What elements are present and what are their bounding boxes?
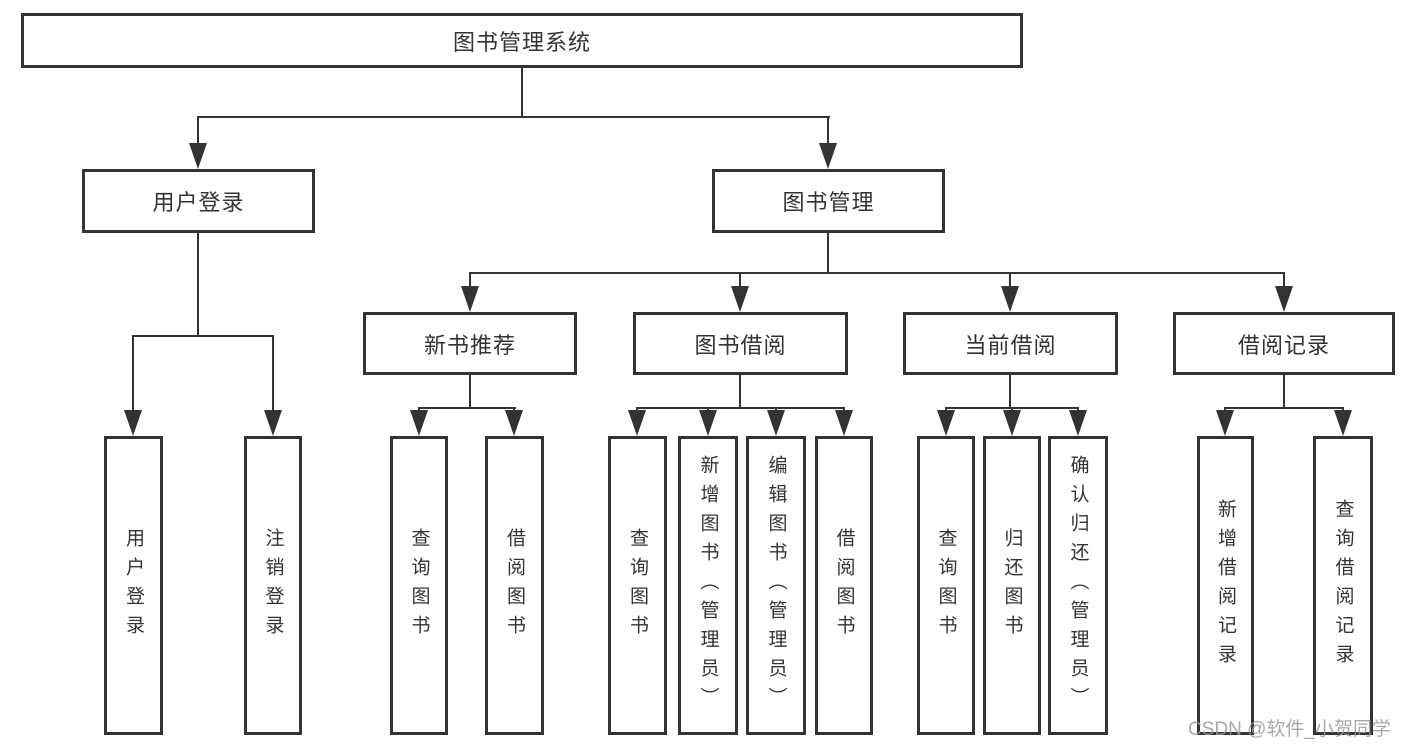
connector-line — [418, 407, 516, 409]
leaf-label: 新增借阅记录 — [1215, 498, 1236, 673]
arrowhead-down-icon — [505, 410, 523, 436]
connector-line — [739, 272, 741, 288]
connector-line — [827, 116, 829, 145]
arrowhead-down-icon — [189, 143, 207, 169]
arrowhead-down-icon — [731, 286, 749, 312]
leaf-label: 查询借阅记录 — [1332, 498, 1354, 673]
csdn-watermark: CSDN @软件_小贺同学 — [1188, 719, 1391, 740]
arrowhead-down-icon — [1069, 410, 1087, 436]
borrow-records-node: 借阅记录 — [1173, 312, 1395, 375]
leaf-label: 确认归还（管理员） — [1067, 455, 1089, 716]
connector-line — [1283, 375, 1285, 407]
connector-line — [827, 233, 829, 272]
leaf-label: 归还图书 — [1001, 527, 1023, 644]
leaf-label: 查询图书 — [935, 527, 957, 644]
arrowhead-down-icon — [819, 143, 837, 169]
connector-line — [469, 272, 471, 288]
connector-line — [521, 68, 523, 116]
current-borrow-node-label: 当前借阅 — [964, 332, 1057, 358]
arrowhead-down-icon — [1003, 410, 1021, 436]
book-borrow-node-label: 图书借阅 — [694, 332, 787, 358]
leaf-label: 借阅图书 — [833, 527, 855, 644]
leaf-node-logout: 注销登录 — [244, 436, 302, 735]
connector-line — [636, 407, 845, 409]
leaf-label: 查询图书 — [627, 527, 648, 644]
arrowhead-down-icon — [1216, 410, 1234, 436]
root-node-label: 图书管理系统 — [452, 29, 591, 55]
leaf-node-add-books-admin: 新增图书（管理员） — [678, 436, 738, 735]
leaf-node-query-borrow-record: 查询借阅记录 — [1313, 436, 1373, 735]
book-management-node: 图书管理 — [712, 169, 945, 233]
book-management-node-label: 图书管理 — [782, 190, 875, 215]
leaf-node-return-books: 归还图书 — [983, 436, 1041, 735]
connector-line — [272, 335, 274, 412]
arrowhead-down-icon — [410, 410, 428, 436]
user-login-node-label: 用户登录 — [152, 190, 245, 215]
root-node: 图书管理系统 — [21, 13, 1023, 68]
leaf-node-query-books-recommend: 查询图书 — [390, 436, 448, 735]
arrowhead-down-icon — [1001, 286, 1019, 312]
connector-line — [739, 375, 741, 407]
connector-line — [1009, 375, 1011, 407]
leaf-node-query-books-borrow: 查询图书 — [608, 436, 667, 735]
user-login-node: 用户登录 — [82, 169, 315, 233]
arrowhead-down-icon — [124, 410, 142, 436]
connector-line — [1009, 272, 1011, 288]
connector-line — [469, 375, 471, 407]
leaf-label: 查询图书 — [408, 527, 430, 644]
connector-line — [132, 335, 134, 412]
arrowhead-down-icon — [767, 410, 785, 436]
arrowhead-down-icon — [628, 410, 646, 436]
connector-line — [197, 233, 199, 335]
new-book-recommend-node: 新书推荐 — [363, 312, 577, 375]
arrowhead-down-icon — [835, 410, 853, 436]
arrowhead-down-icon — [264, 410, 282, 436]
connector-line — [469, 272, 1285, 274]
arrowhead-down-icon — [1275, 286, 1293, 312]
leaf-label: 新增图书（管理员） — [697, 455, 719, 716]
connector-line — [197, 116, 830, 118]
leaf-node-edit-books-admin: 编辑图书（管理员） — [746, 436, 806, 735]
connector-line — [132, 335, 274, 337]
connector-line — [1283, 272, 1285, 288]
leaf-node-user-login: 用户登录 — [104, 436, 163, 735]
leaf-node-add-borrow-record: 新增借阅记录 — [1197, 436, 1254, 735]
current-borrow-node: 当前借阅 — [903, 312, 1118, 375]
leaf-label: 编辑图书（管理员） — [765, 455, 787, 716]
leaf-node-borrow-books: 借阅图书 — [815, 436, 873, 735]
leaf-node-confirm-return-admin: 确认归还（管理员） — [1048, 436, 1108, 735]
book-borrow-node: 图书借阅 — [633, 312, 848, 375]
leaf-label: 借阅图书 — [504, 527, 525, 644]
arrowhead-down-icon — [699, 410, 717, 436]
connector-line — [197, 116, 199, 145]
arrowhead-down-icon — [461, 286, 479, 312]
arrowhead-down-icon — [937, 410, 955, 436]
leaf-node-borrow-books-recommend: 借阅图书 — [485, 436, 544, 735]
leaf-label: 用户登录 — [123, 527, 144, 644]
borrow-records-node-label: 借阅记录 — [1237, 332, 1330, 358]
connector-line — [1224, 407, 1344, 409]
leaf-node-query-books-current: 查询图书 — [917, 436, 975, 735]
new-book-recommend-node-label: 新书推荐 — [423, 332, 516, 358]
arrowhead-down-icon — [1334, 410, 1352, 436]
leaf-label: 注销登录 — [262, 527, 284, 644]
